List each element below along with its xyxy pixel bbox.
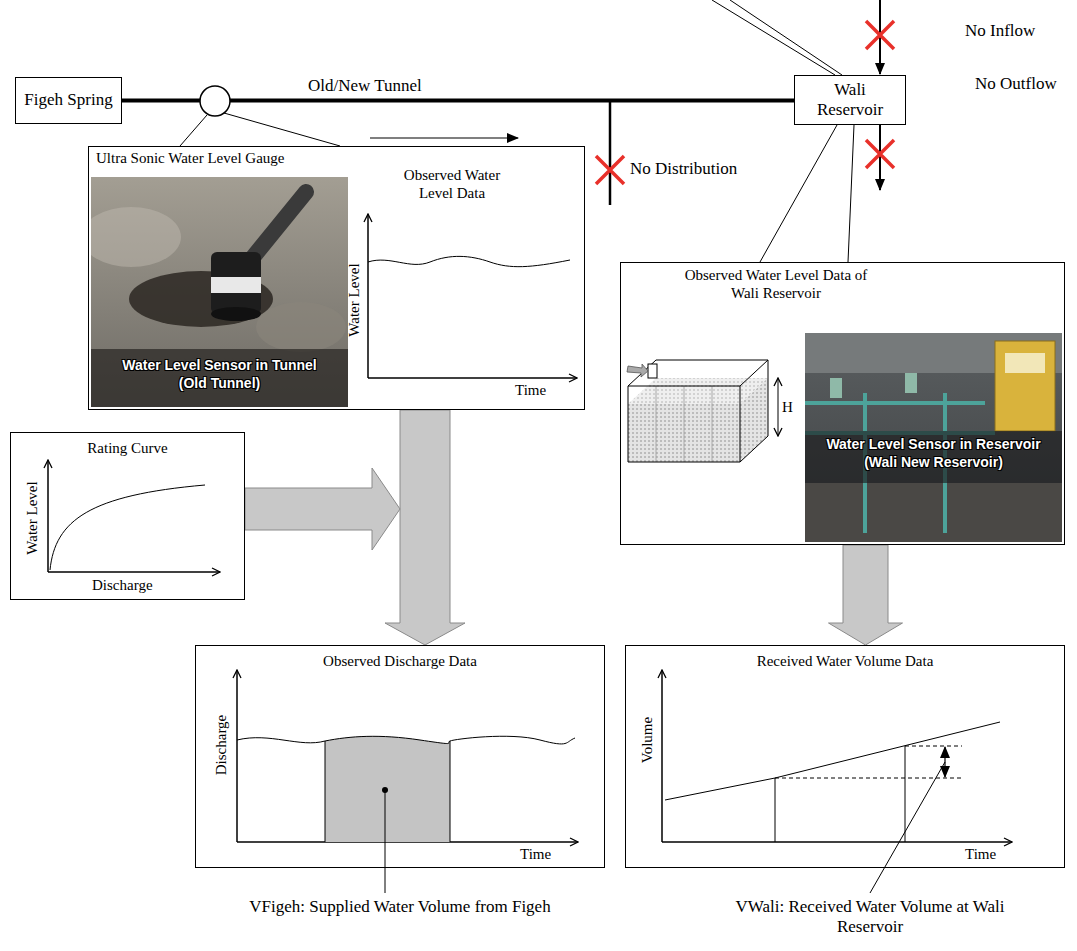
control-panel [1005, 353, 1045, 373]
leader-line [712, 0, 835, 75]
note-label: No Outflow [975, 74, 1057, 94]
sensor-band [211, 277, 261, 293]
axis-label: Volume [638, 717, 656, 763]
leader-line [730, 0, 842, 75]
axis-label: Discharge [212, 715, 230, 776]
axis-label: Time [515, 381, 546, 399]
axis-label: Time [520, 845, 551, 863]
connector [829, 545, 903, 645]
photo-ground [805, 333, 1062, 542]
bound-line [775, 746, 905, 842]
sensor-face [211, 307, 261, 321]
chart-panel: Received Water Volume Data [625, 645, 1065, 868]
chart-panel: Observed Discharge Data [195, 645, 605, 868]
callout-text: VWali: Received Water Volume at Wali Res… [705, 897, 1035, 938]
grid-line [656, 386, 712, 462]
sensor-body [211, 252, 261, 314]
shade-band [805, 431, 1062, 483]
sensor-body [830, 378, 842, 398]
gauge-point [200, 86, 230, 116]
chart-axis [662, 841, 1012, 843]
volume-line [665, 722, 1000, 800]
shaded-area [325, 736, 450, 842]
discharge-curve [237, 736, 575, 744]
photo-caption: Water Level Sensor in Reservoir (Wali Ne… [811, 436, 1056, 471]
branch-line [609, 101, 612, 205]
red-cross [596, 156, 624, 184]
leader-line [870, 762, 945, 893]
note-label: No Distribution [630, 159, 737, 179]
box-title: Figeh Spring [24, 90, 112, 110]
dimension-label: H [782, 398, 793, 416]
connector [385, 410, 465, 645]
axis-label: Time [965, 845, 996, 863]
block-arrow [829, 545, 903, 645]
floor [805, 483, 1062, 542]
sensor-body [905, 373, 917, 393]
flow-arrow [370, 137, 518, 138]
box-title: Observed Discharge Data [196, 652, 604, 670]
connector [760, 125, 854, 262]
leader-line [385, 790, 386, 893]
chart-axis [661, 670, 663, 842]
chart-axis [236, 670, 238, 842]
gauge-panel: Ultra Sonic Water Level GaugeWater Level… [88, 146, 585, 410]
reservoir-box: Wali Reservoir [794, 75, 906, 125]
red-cross [866, 140, 894, 168]
water-level-curve [368, 256, 570, 266]
block-arrow [245, 468, 400, 550]
reservoir-box [628, 360, 768, 462]
note-label: No Inflow [965, 21, 1035, 41]
control-box [995, 341, 1055, 431]
sensor-arrow [627, 364, 648, 377]
rating-curve [50, 485, 205, 570]
axis-label: Water Level [23, 481, 41, 554]
leader-line [180, 115, 207, 146]
connector-line [848, 125, 854, 262]
wall-patch [91, 207, 181, 267]
box-title: Received Water Volume Data [626, 652, 1064, 670]
sensor-symbol [648, 364, 657, 378]
reservoir-panel: Observed Water Level Data of Wali Reserv… [620, 262, 1065, 545]
sensor-photo: Water Level Sensor in Reservoir (Wali Ne… [805, 333, 1062, 542]
axis-label: Discharge [92, 576, 153, 594]
chart-axis [368, 377, 577, 379]
shade-band [91, 349, 348, 407]
connector-line [760, 125, 837, 262]
height-arrow [778, 378, 779, 436]
box-title: Observed Water Level Data of Wali Reserv… [676, 266, 876, 302]
leader-line [224, 113, 340, 146]
red-cross [866, 21, 894, 49]
dashed-line [775, 746, 962, 778]
photo-caption: Water Level Sensor in Tunnel (Old Tunnel… [107, 357, 332, 392]
chart-axis [48, 571, 220, 573]
spring-box: Figeh Spring [15, 77, 122, 124]
connector-label: Old/New Tunnel [308, 76, 422, 96]
bound-line [325, 741, 450, 842]
chart-panel: Rating Curve [10, 432, 245, 600]
box-title: Wali Reservoir [813, 80, 887, 121]
wall-band [805, 333, 1062, 373]
connector [245, 468, 449, 623]
sensor-photo: Water Level Sensor in Tunnel (Old Tunnel… [91, 177, 348, 407]
chart-axis [47, 460, 49, 572]
chart-title: Observed Water Level Data [390, 166, 515, 202]
callout-text: VFigeh: Supplied Water Volume from Figeh [230, 897, 570, 917]
chart-axis [367, 214, 369, 378]
axis-label: Water Level [345, 263, 363, 336]
outflow-arrow [879, 125, 881, 190]
block-arrow [385, 410, 465, 645]
box-title: Ultra Sonic Water Level Gauge [96, 149, 584, 167]
wall-patch [256, 302, 346, 352]
block-arrow [401, 509, 449, 623]
box-title: Rating Curve [11, 439, 244, 457]
